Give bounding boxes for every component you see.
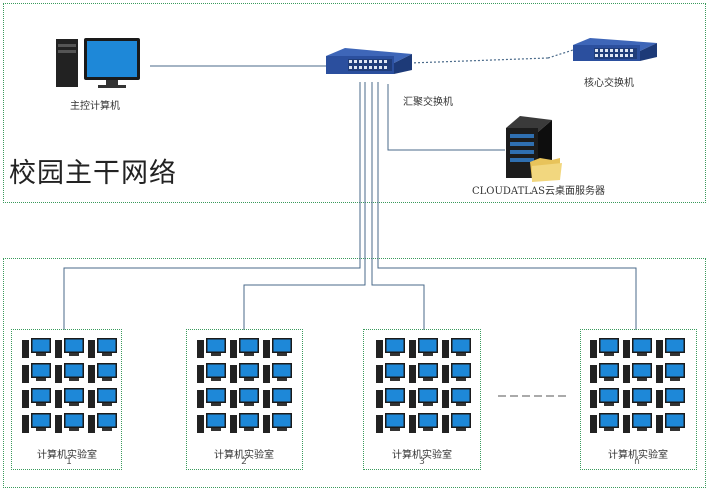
desktop-computer-icon: [197, 363, 226, 383]
desktop-computer-icon: [88, 388, 117, 408]
lab-box-n: [580, 329, 697, 470]
network-switch-icon: [573, 38, 657, 61]
backbone-zone: [3, 3, 706, 203]
lab-caption-n: 计算机实验室: [608, 450, 668, 461]
desktop-computer-icon: [590, 413, 619, 433]
desktop-computer-icon: [409, 338, 438, 358]
desktop-computer-icon: [22, 338, 51, 358]
server-label: CLOUDATLAS云桌面服务器: [472, 186, 605, 197]
desktop-computer-icon: [230, 413, 259, 433]
desktop-computer-icon: [442, 413, 471, 433]
desktop-computer-icon: [590, 338, 619, 358]
desktop-computer-icon: [88, 413, 117, 433]
desktop-computer-icon: [656, 413, 685, 433]
desktop-computer-icon: [623, 338, 652, 358]
desktop-computer-icon: [376, 338, 405, 358]
desktop-computer-icon: [88, 338, 117, 358]
desktop-computer-icon: [623, 363, 652, 383]
lab-number-2: 2: [241, 457, 247, 467]
desktop-computer-icon: [623, 388, 652, 408]
backbone-title: 校园主干网络: [9, 158, 177, 189]
desktop-computer-icon: [656, 363, 685, 383]
desktop-computer-icon: [409, 413, 438, 433]
network-switch-icon: [326, 48, 412, 74]
folder-icon: [530, 158, 562, 182]
lab-number-3: 3: [419, 457, 425, 467]
desktop-computer-icon: [590, 363, 619, 383]
desktop-computer-icon: [55, 338, 84, 358]
desktop-computer-icon: [22, 413, 51, 433]
aggregation-switch-label: 汇聚交换机: [403, 97, 453, 108]
desktop-computer-icon: [656, 338, 685, 358]
desktop-computer-icon: [55, 413, 84, 433]
lab-caption-2: 计算机实验室: [214, 450, 274, 461]
desktop-computer-icon: [22, 363, 51, 383]
desktop-computer-icon: [263, 413, 292, 433]
desktop-computer-icon: [656, 388, 685, 408]
desktop-computer-icon: [230, 388, 259, 408]
desktop-computer-icon: [263, 338, 292, 358]
desktop-computer-icon: [230, 338, 259, 358]
desktop-computer-icon: [197, 413, 226, 433]
desktop-computer-icon: [442, 338, 471, 358]
desktop-computer-icon: [197, 388, 226, 408]
lab-box-2: [186, 329, 303, 470]
desktop-computer-icon: [590, 388, 619, 408]
lab-number-1: 1: [66, 457, 72, 467]
desktop-computer-icon: [230, 363, 259, 383]
desktop-computer-icon: [623, 413, 652, 433]
lab-number-n: n: [634, 457, 640, 467]
desktop-computer-icon: [376, 363, 405, 383]
desktop-computer-icon: [197, 338, 226, 358]
desktop-computer-icon: [88, 363, 117, 383]
desktop-computer-icon: [56, 38, 140, 88]
lab-caption-3: 计算机实验室: [392, 450, 452, 461]
desktop-computer-icon: [442, 388, 471, 408]
desktop-computer-icon: [442, 363, 471, 383]
desktop-computer-icon: [263, 388, 292, 408]
desktop-computer-icon: [55, 388, 84, 408]
lab-caption-1: 计算机实验室: [37, 450, 97, 461]
desktop-computer-icon: [376, 413, 405, 433]
desktop-computer-icon: [55, 363, 84, 383]
lab-box-3: [363, 329, 481, 470]
desktop-computer-icon: [409, 388, 438, 408]
core-switch-label: 核心交换机: [584, 78, 634, 89]
desktop-computer-icon: [22, 388, 51, 408]
desktop-computer-icon: [263, 363, 292, 383]
labs-zone: [3, 258, 706, 488]
main-pc-label: 主控计算机: [70, 101, 120, 112]
lab-box-1: [11, 329, 122, 470]
desktop-computer-icon: [409, 363, 438, 383]
desktop-computer-icon: [376, 388, 405, 408]
